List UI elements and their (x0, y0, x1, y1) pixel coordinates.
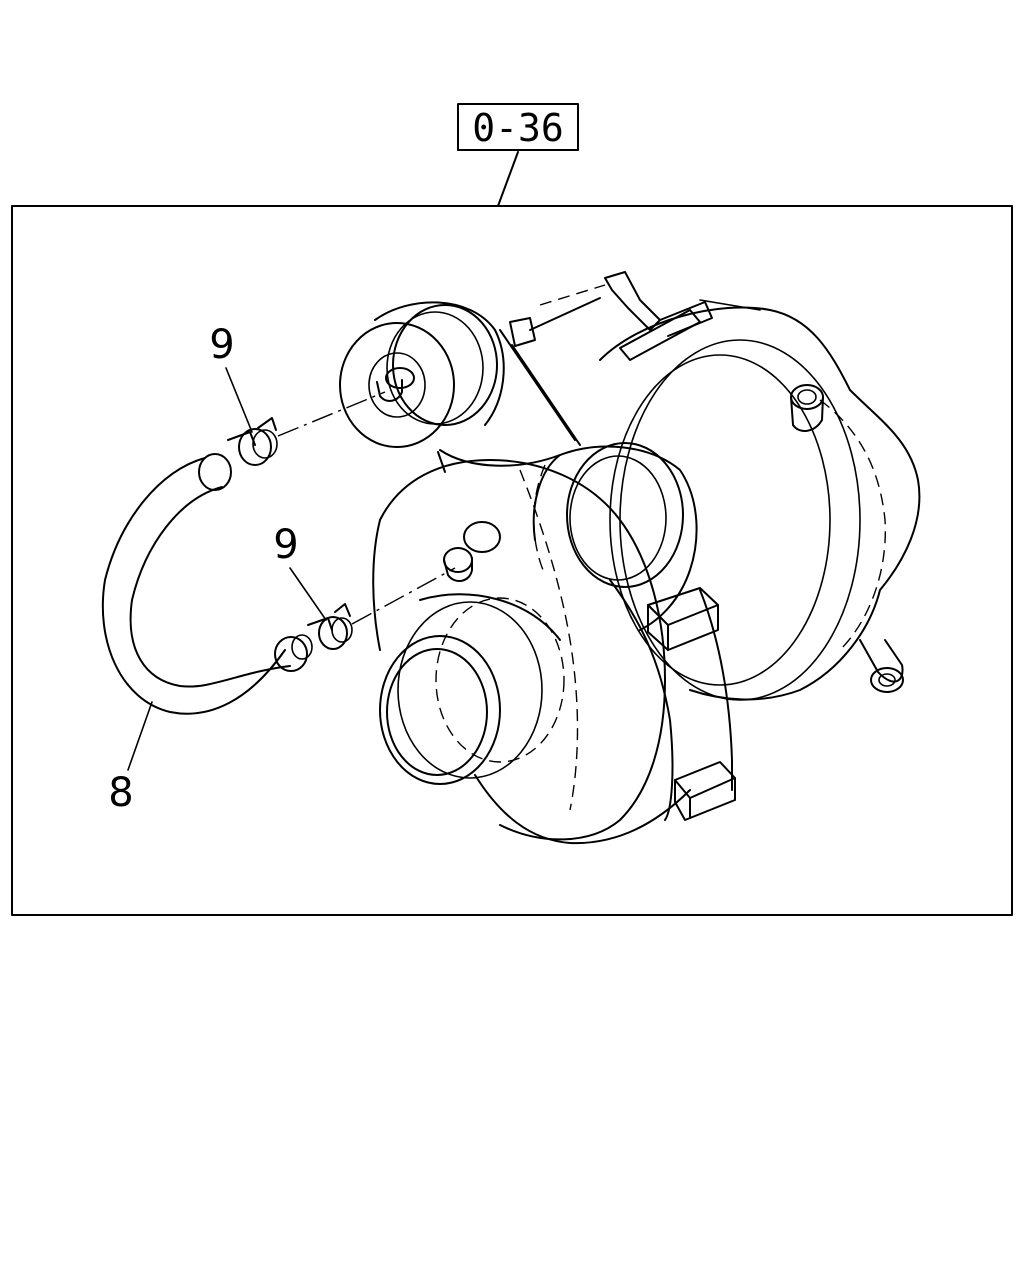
callout-leader-clamp-lower (289, 567, 327, 621)
callout-leader-clamp-upper (225, 367, 253, 433)
clamp-lower (307, 603, 353, 650)
callout-leader-hose (127, 701, 153, 771)
centerline-lower (351, 567, 456, 625)
clamp-upper (227, 417, 278, 466)
callout-label-hose: 8 (108, 770, 133, 816)
reference-box (457, 103, 579, 151)
center-housing (609, 579, 736, 821)
compressor-inlet (379, 593, 565, 785)
turbine-housing (599, 299, 921, 701)
centerline-upper (277, 391, 386, 437)
reference-label: 0-36 (472, 106, 564, 150)
reference-callout: 0-36 (457, 103, 579, 207)
actuator-linkage (499, 271, 713, 446)
wastegate-actuator (339, 301, 505, 473)
hose (101, 453, 313, 715)
callout-label-clamp-lower: 9 (273, 522, 298, 568)
reference-leader (497, 151, 519, 207)
compressor-housing (372, 442, 698, 845)
callout-label-clamp-upper: 9 (209, 322, 234, 368)
turbocharger-assembly (101, 271, 921, 845)
diagram-frame (11, 205, 1013, 916)
